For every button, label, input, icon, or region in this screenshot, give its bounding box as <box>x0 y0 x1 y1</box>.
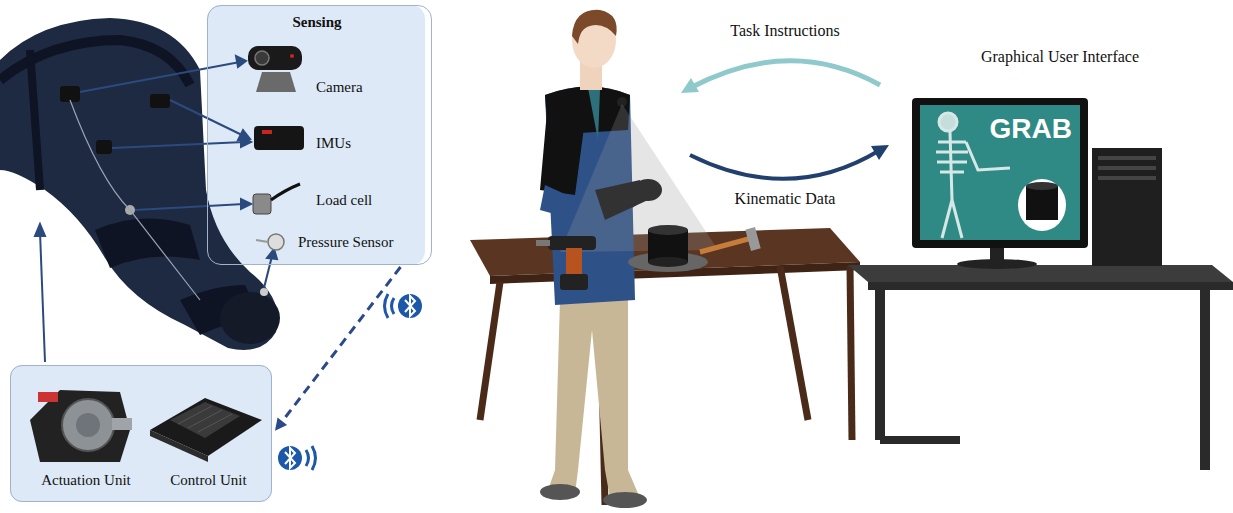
sensor-label: Camera <box>316 79 363 96</box>
sensor-label: IMUs <box>316 135 351 152</box>
sensor-label: Load cell <box>316 192 372 209</box>
arrow-head <box>871 145 889 160</box>
bluetooth-icon <box>278 446 316 470</box>
imu-icon <box>254 126 304 150</box>
control-unit-icon <box>150 398 262 462</box>
sensor-label: Pressure Sensor <box>298 234 393 251</box>
spool-object <box>628 225 708 272</box>
unit-label: Control Unit <box>151 472 266 489</box>
computer-monitor <box>912 98 1088 269</box>
arrow-label: Task Instructions <box>690 22 880 40</box>
app-logo: GRAB <box>990 113 1072 145</box>
wireless-link <box>275 267 401 431</box>
actuation-unit-icon <box>30 390 132 462</box>
leader-lines <box>35 56 277 362</box>
camera-icon <box>248 46 302 92</box>
flow-arrow <box>690 150 880 179</box>
bluetooth-icon <box>385 294 423 318</box>
computer-desk <box>848 265 1233 470</box>
arrow-label: Kinematic Data <box>690 190 880 208</box>
work-table <box>470 228 860 505</box>
panel-ground <box>207 5 425 265</box>
panel-ground <box>10 365 272 502</box>
flow-arrow <box>690 61 880 88</box>
panel-title: Sensing <box>208 14 426 31</box>
hammer-tool <box>700 227 761 252</box>
unit-label: Actuation Unit <box>21 472 151 489</box>
spool-image <box>1018 179 1066 231</box>
heading-label: Graphical User Interface <box>950 48 1170 66</box>
hardware-panel: Actuation UnitControl Unit <box>10 365 272 502</box>
computer-tower <box>1092 148 1162 266</box>
camera-view <box>560 104 718 252</box>
drill-tool <box>536 236 596 290</box>
arrow-head <box>681 78 699 93</box>
gui-screen: GRAB <box>920 105 1080 240</box>
sensing-panel: SensingCameraIMUsLoad cellPressure Senso… <box>207 5 432 265</box>
load-cell-icon <box>253 184 300 214</box>
pressure-sensor-icon <box>256 234 284 250</box>
